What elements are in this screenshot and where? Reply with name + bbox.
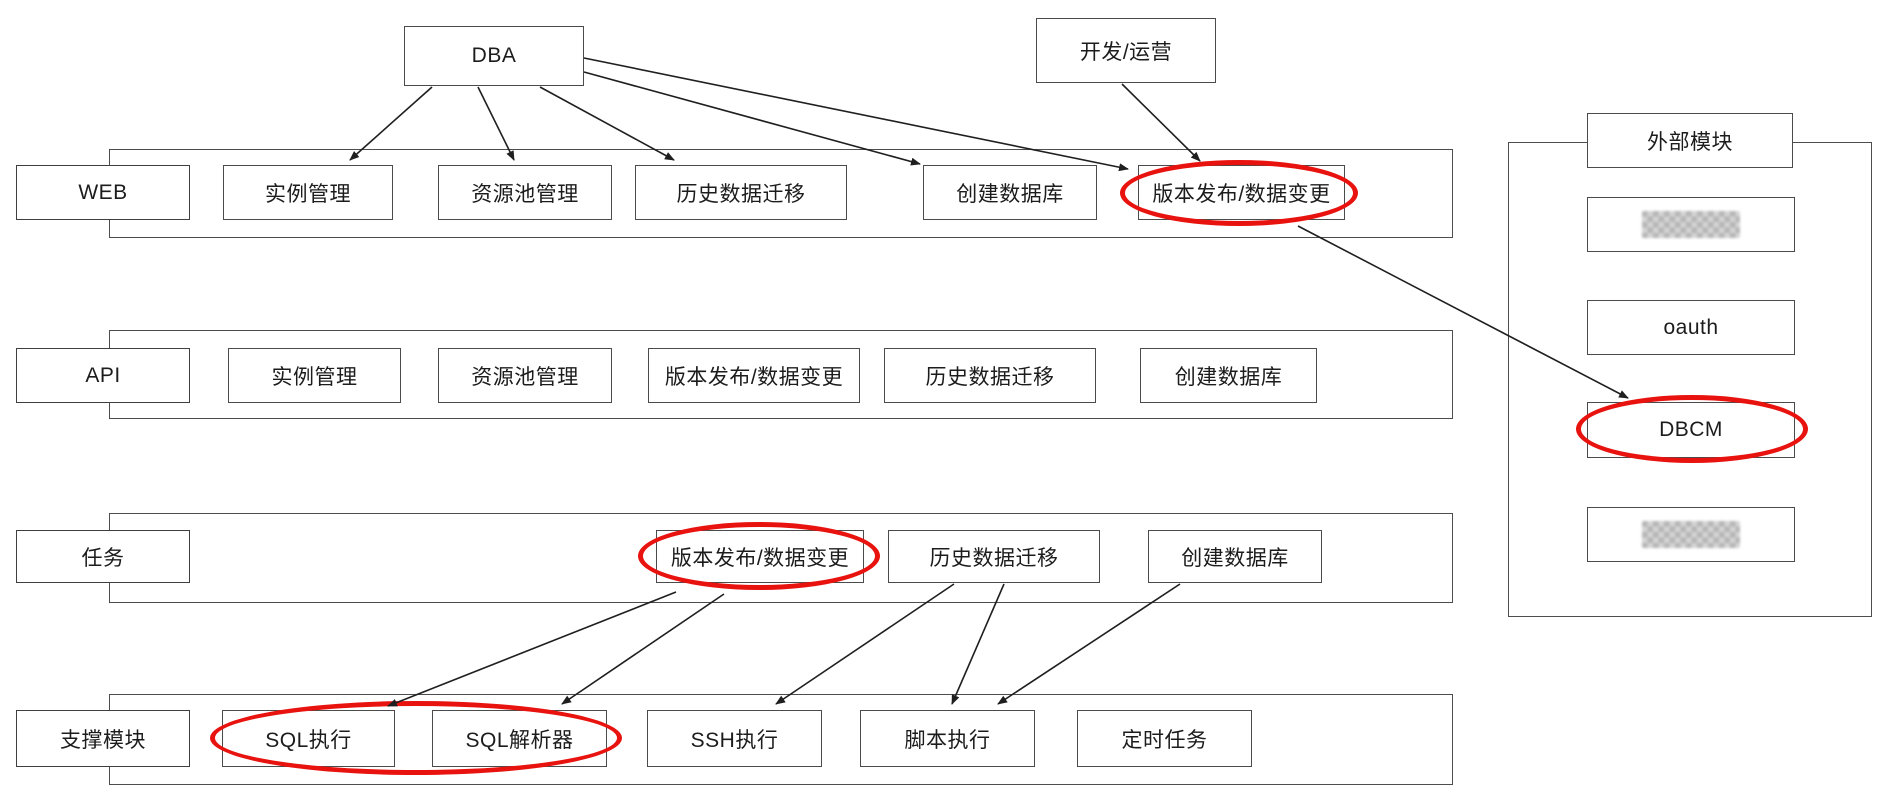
api-layer-label: API — [16, 348, 190, 403]
node-support-script-exec: 脚本执行 — [860, 710, 1035, 767]
node-support-ssh-exec: SSH执行 — [647, 710, 822, 767]
layer-label: API — [85, 363, 121, 387]
node-api-instance-mgmt: 实例管理 — [228, 348, 401, 403]
node-label: DBCM — [1659, 418, 1723, 441]
arrow-task-release-to-sql-exec — [387, 591, 677, 707]
node-support-sql-parser: SQL解析器 — [432, 710, 607, 767]
node-label: 版本发布/数据变更 — [670, 546, 850, 570]
node-support-sql-exec: SQL执行 — [222, 710, 395, 767]
web-layer-label: WEB — [16, 165, 190, 220]
node-label: SQL解析器 — [465, 728, 574, 752]
node-web-history-data-migration: 历史数据迁移 — [635, 165, 847, 220]
layer-label: 任务 — [81, 546, 125, 570]
layer-label: 支撑模块 — [60, 728, 146, 752]
node-label: 开发/运营 — [1079, 40, 1173, 64]
node-label: 创建数据库 — [956, 182, 1064, 206]
node-label: 资源池管理 — [471, 365, 579, 389]
node-dba: DBA — [404, 26, 584, 86]
external-modules-title: 外部模块 — [1587, 113, 1793, 168]
node-web-release-data-change: 版本发布/数据变更 — [1138, 165, 1345, 220]
node-label: 定时任务 — [1121, 728, 1208, 752]
node-api-release-data-change: 版本发布/数据变更 — [648, 348, 860, 403]
node-external-dbcm: DBCM — [1587, 402, 1795, 458]
node-external-redacted-2 — [1587, 507, 1795, 562]
node-label: 资源池管理 — [471, 182, 579, 206]
node-dev-ops: 开发/运营 — [1036, 18, 1216, 83]
node-label: oauth — [1663, 315, 1719, 339]
node-label: 脚本执行 — [904, 728, 991, 752]
arrow-task-release-to-sql-parser — [561, 593, 725, 705]
node-api-create-database: 创建数据库 — [1140, 348, 1317, 403]
node-label: 版本发布/数据变更 — [1152, 182, 1331, 206]
node-label: 历史数据迁移 — [676, 182, 806, 206]
node-support-scheduled-task: 定时任务 — [1077, 710, 1252, 767]
redacted-blur — [1642, 521, 1740, 548]
node-label: 实例管理 — [271, 365, 358, 389]
panel-title: 外部模块 — [1647, 130, 1733, 154]
node-external-redacted-1 — [1587, 197, 1795, 252]
node-task-release-data-change: 版本发布/数据变更 — [656, 530, 864, 583]
redacted-blur — [1642, 211, 1740, 238]
support-layer-label: 支撑模块 — [16, 710, 190, 767]
node-api-resource-pool-mgmt: 资源池管理 — [438, 348, 612, 403]
node-label: SQL执行 — [265, 728, 352, 752]
node-label: 历史数据迁移 — [929, 546, 1059, 570]
node-external-oauth: oauth — [1587, 300, 1795, 355]
node-label: 历史数据迁移 — [925, 365, 1055, 389]
node-label: SSH执行 — [690, 728, 779, 752]
node-label: 创建数据库 — [1174, 365, 1283, 389]
node-label: 版本发布/数据变更 — [664, 365, 844, 389]
node-label: 实例管理 — [265, 182, 351, 206]
node-api-history-data-migration: 历史数据迁移 — [884, 348, 1096, 403]
node-label: 创建数据库 — [1181, 546, 1289, 570]
node-web-create-database: 创建数据库 — [923, 165, 1097, 220]
task-layer-label: 任务 — [16, 530, 190, 583]
node-task-create-database: 创建数据库 — [1148, 530, 1322, 583]
node-web-instance-mgmt: 实例管理 — [223, 165, 393, 220]
layer-label: WEB — [78, 180, 128, 204]
node-web-resource-pool-mgmt: 资源池管理 — [438, 165, 612, 220]
node-label: DBA — [471, 44, 517, 67]
node-task-history-data-migration: 历史数据迁移 — [888, 530, 1100, 583]
